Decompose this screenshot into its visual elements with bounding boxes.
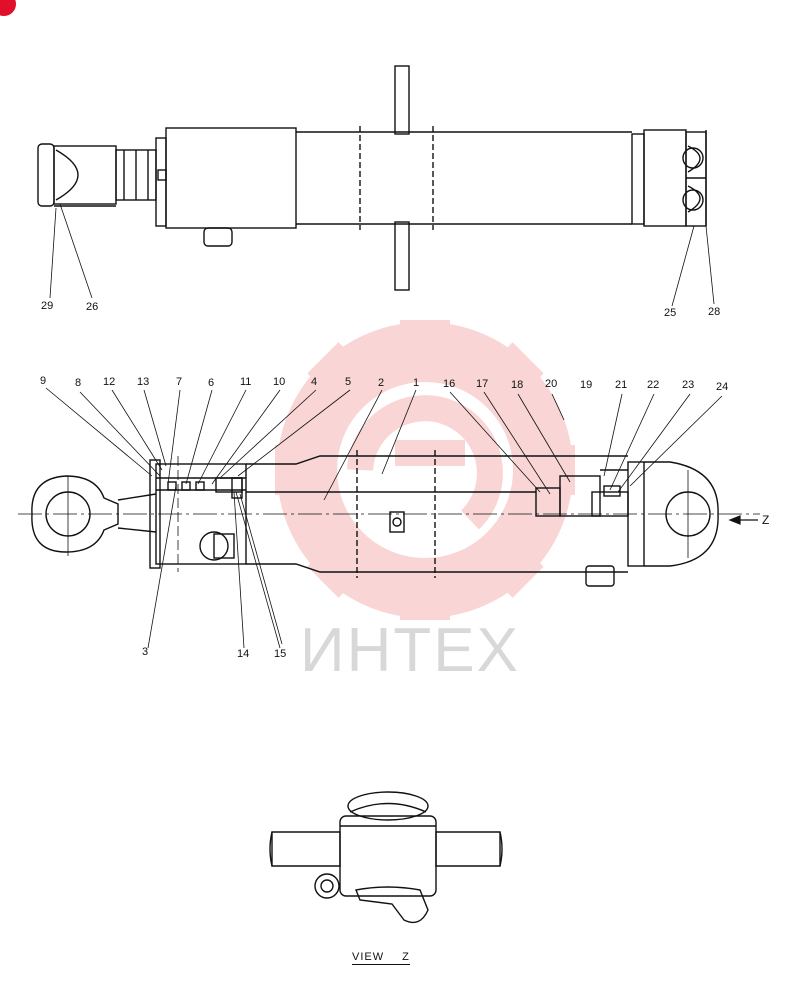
callout-15: 15 xyxy=(274,648,287,660)
callout-1: 1 xyxy=(413,377,420,389)
callout-13: 13 xyxy=(137,376,150,388)
callout-18: 18 xyxy=(511,379,524,391)
direction-label-z: Z xyxy=(762,513,770,527)
callout-11: 11 xyxy=(240,376,252,388)
view-z-arrow-icon xyxy=(728,515,758,525)
callout-17: 17 xyxy=(476,378,489,390)
corner-badge-icon xyxy=(0,0,16,16)
callout-10: 10 xyxy=(273,376,286,388)
callout-21: 21 xyxy=(615,379,628,391)
callout-3: 3 xyxy=(142,646,149,658)
watermark-text: ИНТЕХ xyxy=(300,616,520,685)
callout-25: 25 xyxy=(664,307,677,319)
callout-20: 20 xyxy=(545,378,558,390)
callout-4: 4 xyxy=(311,376,318,388)
callout-16: 16 xyxy=(443,378,456,390)
centerline xyxy=(18,456,760,572)
callout-2: 2 xyxy=(378,377,385,389)
callout-14: 14 xyxy=(237,648,250,660)
callout-6: 6 xyxy=(208,377,215,389)
callout-23: 23 xyxy=(682,379,695,391)
callout-19: 19 xyxy=(580,379,593,391)
callout-24: 24 xyxy=(716,381,729,393)
section-leaders xyxy=(45,387,723,649)
view-z-drawing xyxy=(269,791,503,924)
callout-26: 26 xyxy=(86,301,99,313)
callout-8: 8 xyxy=(75,377,82,389)
callout-9: 9 xyxy=(40,375,47,387)
view-z-label: VIEW Z xyxy=(352,951,410,965)
callout-29: 29 xyxy=(41,300,54,312)
callout-28: 28 xyxy=(708,306,721,318)
callout-5: 5 xyxy=(345,376,352,388)
top-view xyxy=(37,65,707,291)
top-view-leaders xyxy=(49,203,715,307)
callout-7: 7 xyxy=(176,376,183,388)
callout-12: 12 xyxy=(103,376,116,388)
callout-22: 22 xyxy=(647,379,660,391)
watermark-gear-icon xyxy=(275,320,575,620)
